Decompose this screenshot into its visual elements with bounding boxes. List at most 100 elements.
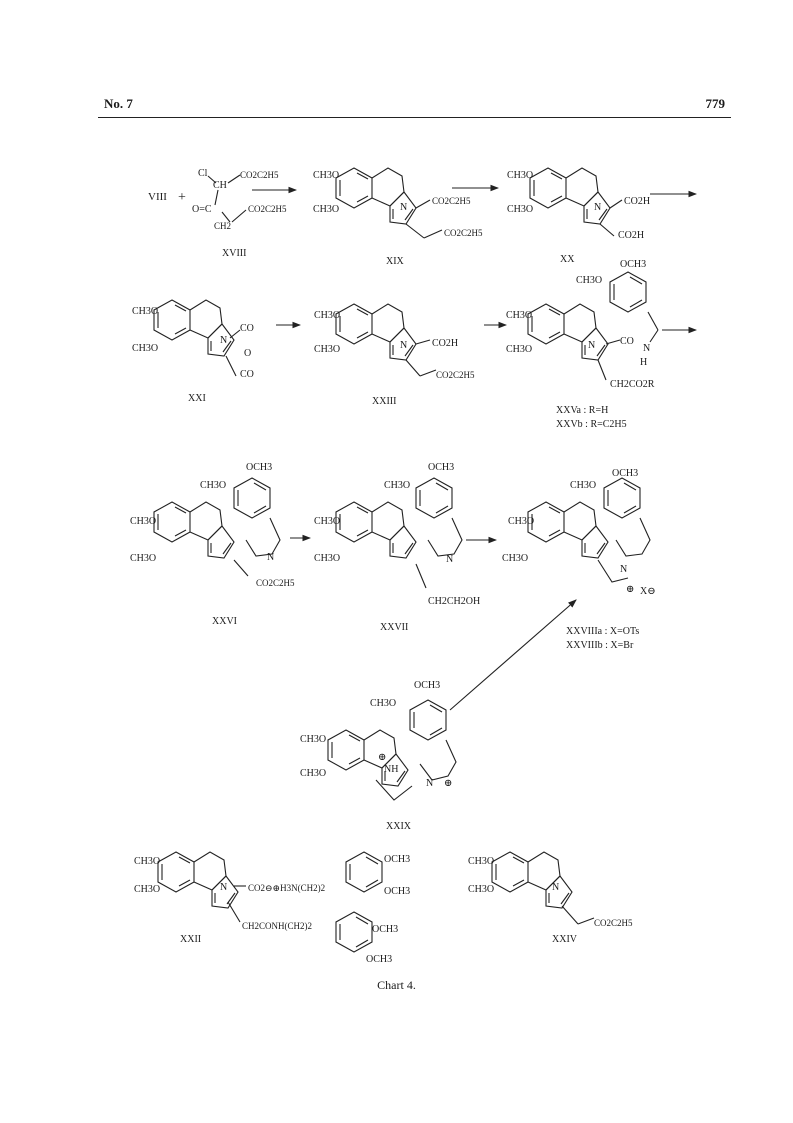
svg-text:CH3O: CH3O — [508, 516, 534, 527]
compound-xxviiia-label: XXVIIIa : X=OTs — [566, 626, 639, 637]
compound-xx-label: XX — [560, 254, 575, 265]
svg-text:N: N — [643, 343, 650, 354]
svg-text:CH3O: CH3O — [468, 884, 494, 895]
svg-text:CH3O: CH3O — [507, 170, 533, 181]
compound-xxiii-label: XXIII — [372, 396, 396, 407]
svg-text:Cl: Cl — [198, 168, 208, 179]
page-number: 779 — [705, 96, 726, 111]
compound-xxviiib-label: XXVIIIb : X=Br — [566, 640, 634, 651]
svg-text:CH2CONH(CH2)2: CH2CONH(CH2)2 — [242, 921, 312, 931]
svg-text:CO: CO — [240, 369, 254, 380]
compound-xxiv-structure: CH3O CH3O N CO2C2H5 — [468, 851, 633, 928]
svg-text:CH3O: CH3O — [132, 306, 158, 317]
svg-text:CO: CO — [620, 336, 634, 347]
svg-text:CH3O: CH3O — [314, 516, 340, 527]
svg-text:CH3O: CH3O — [313, 204, 339, 215]
svg-text:CO2C2H5: CO2C2H5 — [444, 228, 483, 238]
svg-text:CO2C2H5: CO2C2H5 — [240, 170, 279, 180]
compound-xxix-structure: CH3O CH3O ⊕ NH CH3O OCH3 N ⊕ — [300, 680, 457, 801]
svg-text:CH3O: CH3O — [130, 516, 156, 527]
compound-xxvii-structure: CH3O CH3O CH3O OCH3 N CH2CH2OH — [314, 462, 480, 607]
svg-text:N: N — [267, 552, 274, 563]
svg-text:⊕: ⊕ — [626, 584, 634, 595]
svg-text:⊕: ⊕ — [378, 752, 386, 763]
svg-text:N: N — [594, 202, 601, 213]
compound-xxv-structure: CH3O CH3O N CO N H CH3O OCH3 CH2CO2R — [506, 259, 659, 390]
svg-text:OCH3: OCH3 — [366, 954, 392, 965]
journal-number: No. 7 — [104, 96, 133, 111]
compound-xxvi-label: XXVI — [212, 616, 237, 627]
svg-text:CH3O: CH3O — [468, 856, 494, 867]
svg-text:CH3O: CH3O — [314, 344, 340, 355]
svg-text:CH: CH — [213, 180, 227, 191]
svg-text:OCH3: OCH3 — [428, 462, 454, 473]
svg-text:CH2: CH2 — [214, 221, 231, 231]
compound-xxiv-label: XXIV — [552, 934, 578, 945]
svg-text:OCH3: OCH3 — [612, 468, 638, 479]
compound-xxva-label: XXVa : R=H — [556, 405, 608, 416]
compound-xxix-label: XXIX — [386, 821, 412, 832]
svg-text:CO: CO — [240, 323, 254, 334]
svg-text:NH: NH — [384, 764, 398, 775]
svg-text:OCH3: OCH3 — [384, 886, 410, 897]
plus-sign: + — [178, 190, 186, 205]
svg-text:CO2⊖⊕H3N(CH2)2: CO2⊖⊕H3N(CH2)2 — [248, 883, 325, 893]
svg-text:OCH3: OCH3 — [372, 924, 398, 935]
svg-text:CO2H: CO2H — [618, 230, 644, 241]
svg-text:N: N — [426, 778, 433, 789]
compound-xix-label: XIX — [386, 256, 405, 267]
svg-text:N: N — [588, 340, 595, 351]
compound-xxi-structure: CH3O CH3O N CO O CO — [132, 299, 254, 380]
svg-text:CO2C2H5: CO2C2H5 — [594, 918, 633, 928]
compound-xxvii-label: XXVII — [380, 622, 408, 633]
svg-text:CH3O: CH3O — [314, 310, 340, 321]
svg-text:CH3O: CH3O — [506, 344, 532, 355]
svg-text:N: N — [446, 554, 453, 565]
svg-text:CH3O: CH3O — [384, 480, 410, 491]
compound-xxii-structure: CH3O CH3O N CO2⊖⊕H3N(CH2)2 OCH3 OCH3 CH2… — [134, 851, 410, 965]
svg-text:OCH3: OCH3 — [384, 854, 410, 865]
svg-text:OCH3: OCH3 — [414, 680, 440, 691]
svg-text:CH3O: CH3O — [132, 343, 158, 354]
svg-text:CH2CH2OH: CH2CH2OH — [428, 596, 480, 607]
svg-text:CO2C2H5: CO2C2H5 — [436, 370, 475, 380]
svg-text:N: N — [220, 882, 227, 893]
svg-text:CH3O: CH3O — [370, 698, 396, 709]
figure-caption: Chart 4. — [377, 978, 416, 992]
compound-xxviii-structure: CH3O CH3O CH3O OCH3 N ⊕ X⊖ — [502, 468, 656, 597]
svg-text:N: N — [552, 882, 559, 893]
compound-viii-label: VIII — [148, 191, 167, 203]
header-rule — [98, 117, 731, 118]
svg-text:O: O — [244, 348, 251, 359]
compound-xxvb-label: XXVb : R=C2H5 — [556, 419, 627, 430]
compound-xxiii-structure: CH3O CH3O N CO2H CO2C2H5 — [314, 303, 475, 380]
svg-text:O=C: O=C — [192, 204, 212, 215]
compound-xxii-label: XXII — [180, 934, 201, 945]
svg-text:CO2C2H5: CO2C2H5 — [248, 204, 287, 214]
svg-text:N: N — [400, 340, 407, 351]
svg-text:CH3O: CH3O — [200, 480, 226, 491]
svg-text:OCH3: OCH3 — [620, 259, 646, 270]
svg-text:N: N — [220, 335, 227, 346]
svg-text:CH3O: CH3O — [570, 480, 596, 491]
compound-xviii-label: XVIII — [222, 248, 246, 259]
svg-text:CO2H: CO2H — [432, 338, 458, 349]
svg-text:CH3O: CH3O — [134, 856, 160, 867]
svg-text:CH3O: CH3O — [300, 768, 326, 779]
svg-text:CH3O: CH3O — [300, 734, 326, 745]
svg-text:CH3O: CH3O — [502, 553, 528, 564]
svg-text:CH3O: CH3O — [134, 884, 160, 895]
svg-text:CH3O: CH3O — [506, 310, 532, 321]
svg-text:CO2H: CO2H — [624, 196, 650, 207]
svg-text:N: N — [400, 202, 407, 213]
compound-xxi-label: XXI — [188, 393, 206, 404]
compound-xx-structure: CH3O CH3O N CO2H CO2H — [507, 167, 650, 241]
svg-text:OCH3: OCH3 — [246, 462, 272, 473]
svg-text:CH3O: CH3O — [576, 275, 602, 286]
compound-xix-structure: CH3O CH3O N CO2C2H5 CO2C2H5 — [313, 167, 483, 239]
svg-text:CH3O: CH3O — [130, 553, 156, 564]
svg-text:CO2C2H5: CO2C2H5 — [432, 196, 471, 206]
svg-text:CH2CO2R: CH2CO2R — [610, 379, 655, 390]
svg-text:CH3O: CH3O — [507, 204, 533, 215]
